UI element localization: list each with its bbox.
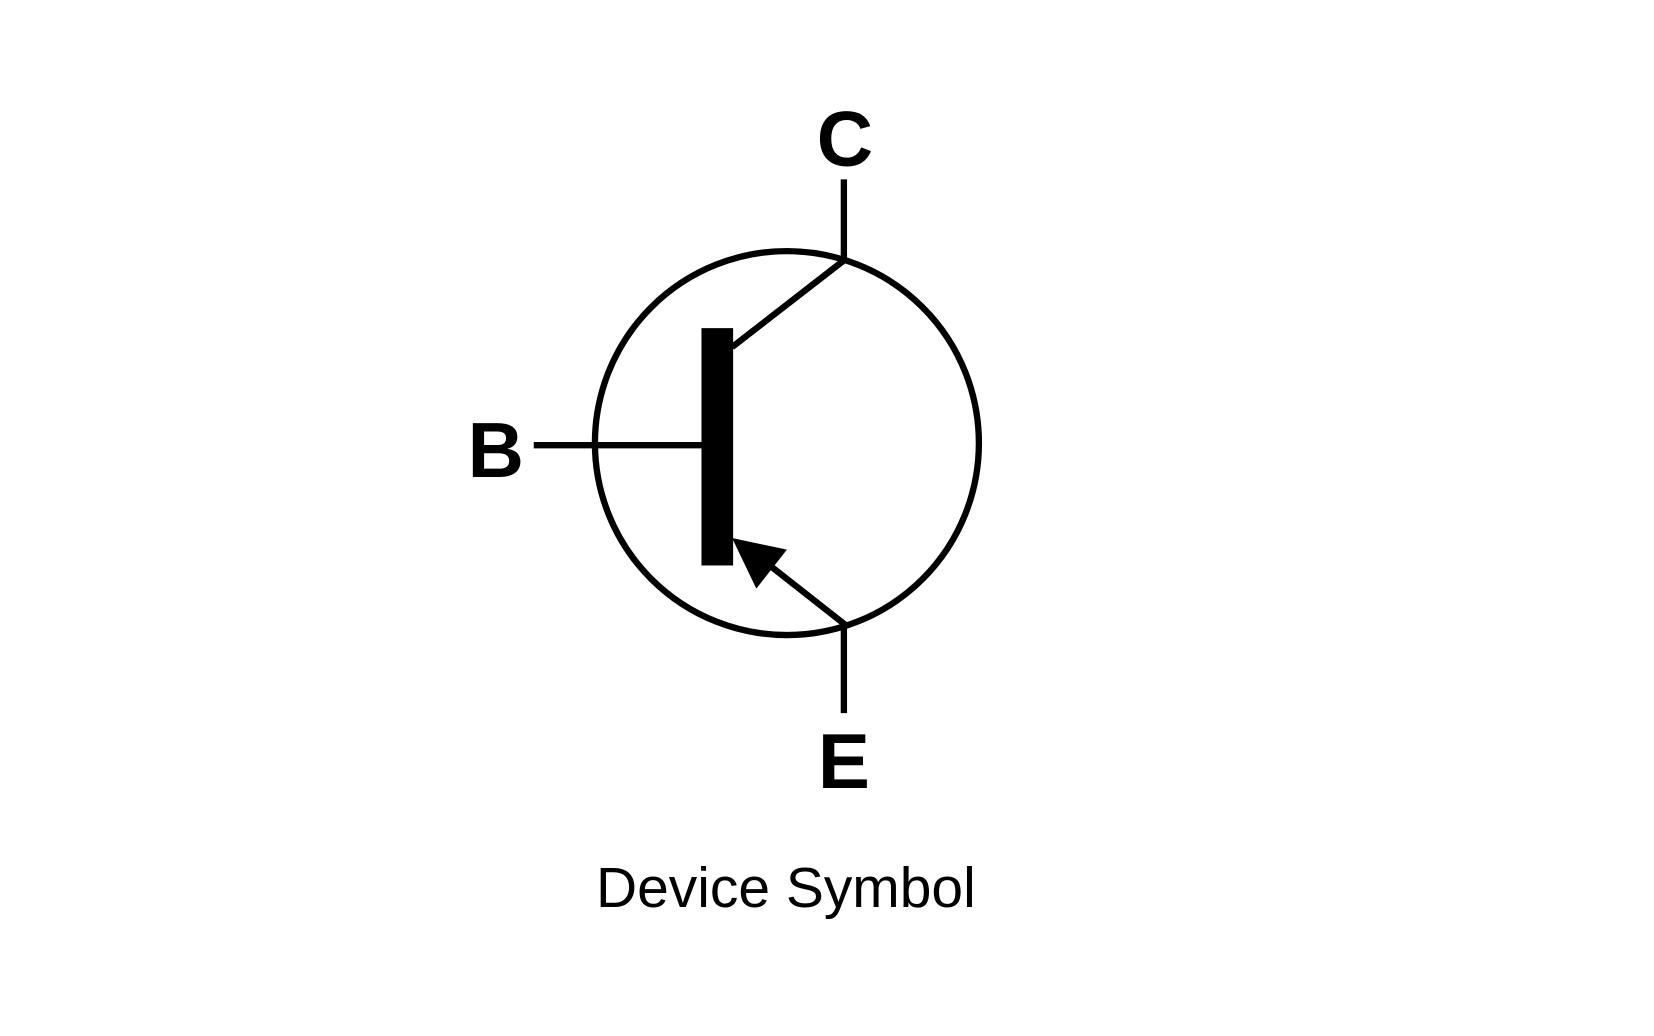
base-bar <box>701 328 734 566</box>
emitter-arrow-icon <box>732 538 787 589</box>
collector-diagonal <box>730 257 847 350</box>
diagram-caption: Device Symbol <box>596 856 976 920</box>
emitter-label: E <box>818 717 870 805</box>
collector-label: C <box>817 95 873 183</box>
emitter-diagonal <box>769 564 847 628</box>
base-label: B <box>468 406 524 494</box>
